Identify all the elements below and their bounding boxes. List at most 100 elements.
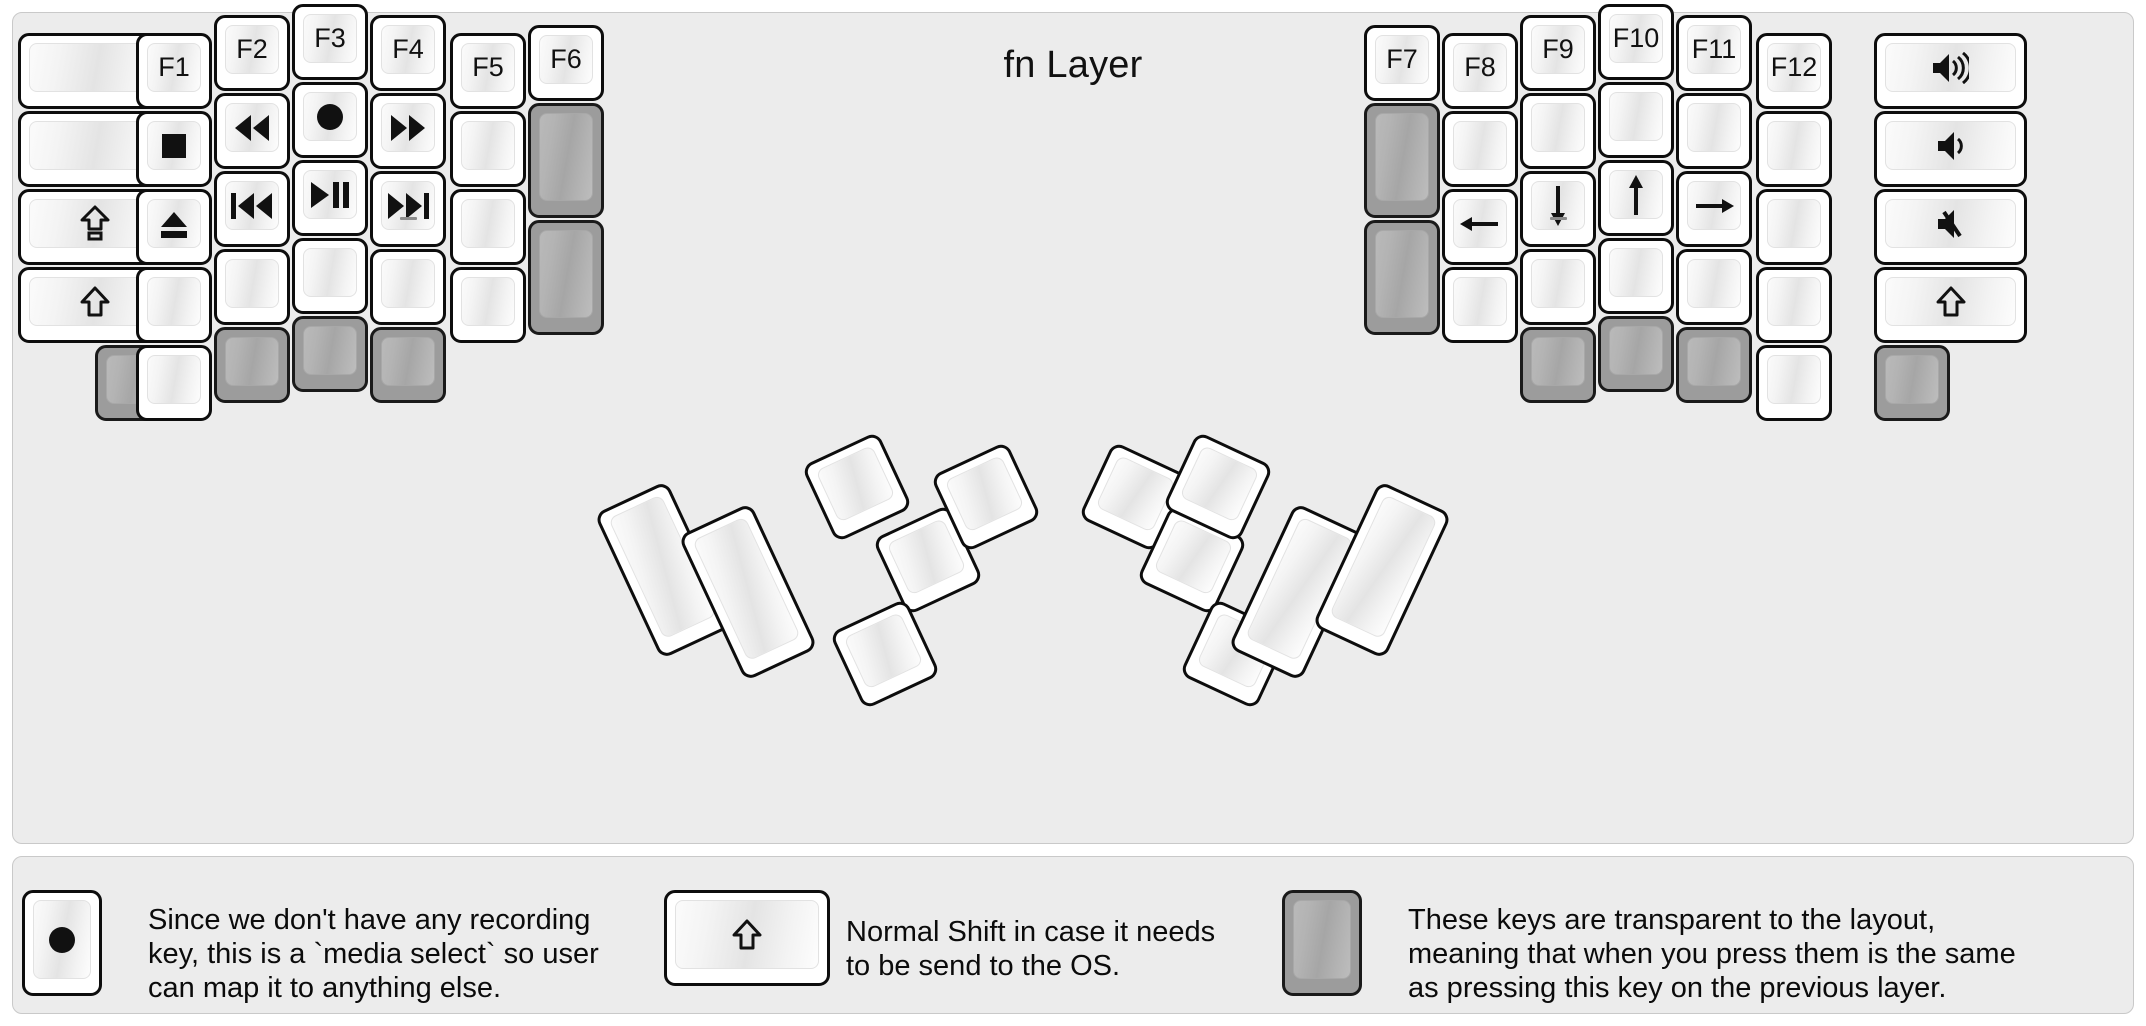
key-left-col-index-inner-r2[interactable]	[450, 189, 526, 265]
keycap-face	[1687, 103, 1741, 152]
key-right-col-index-inner-r0[interactable]: F8	[1442, 33, 1518, 109]
keycap-face: F5	[461, 43, 515, 92]
secondary-dash-marker	[1549, 217, 1567, 220]
key-right-col-middle-r3[interactable]	[1598, 238, 1674, 314]
key-left-col-middle-r2[interactable]	[292, 160, 368, 236]
key-right-col-pinky-outer-r4[interactable]	[1874, 345, 1950, 421]
key-right-col-pinky-r1[interactable]	[1756, 111, 1832, 187]
key-right-col-inner-r0[interactable]: F7	[1364, 25, 1440, 101]
key-right-col-ring-r3[interactable]	[1676, 249, 1752, 325]
key-right-col-index-inner-r3[interactable]	[1442, 267, 1518, 343]
key-right-col-inner-r1[interactable]	[1364, 103, 1440, 218]
key-label: F11	[1691, 34, 1737, 64]
legend-key-face	[33, 900, 91, 979]
keycap-face	[1609, 248, 1663, 297]
key-right-col-pinky-r3[interactable]	[1756, 267, 1832, 343]
key-left-col-middle-r0[interactable]: F3	[292, 4, 368, 80]
media-fast-forward-icon	[388, 114, 428, 142]
key-left-col-middle-r3[interactable]	[292, 238, 368, 314]
keycap-face	[1375, 113, 1429, 201]
keycap-face	[1767, 121, 1821, 170]
key-right-col-index-r1[interactable]	[1520, 93, 1596, 169]
key-left-col-pinky-r4[interactable]	[136, 345, 212, 421]
key-right-col-middle-r0[interactable]: F10	[1598, 4, 1674, 80]
keycap-face: F9	[1531, 25, 1585, 74]
key-right-col-index-r4[interactable]	[1520, 327, 1596, 403]
key-left-col-index-r2[interactable]	[370, 171, 446, 247]
key-label: F1	[158, 52, 190, 82]
keycap-face	[461, 121, 515, 170]
key-right-col-pinky-outer-r1[interactable]	[1874, 111, 2027, 187]
keycap-face	[461, 199, 515, 248]
key-left-col-pinky-r1[interactable]	[136, 111, 212, 187]
keycap-face	[1885, 355, 1939, 404]
media-record-icon	[47, 925, 77, 955]
keycap-face	[1179, 444, 1260, 523]
arrow-right-icon	[1694, 192, 1734, 220]
key-right-col-pinky-outer-r3[interactable]	[1874, 267, 2027, 343]
keycap-face	[1453, 199, 1507, 248]
keycap-face	[1885, 199, 2016, 248]
media-previous-icon	[231, 192, 273, 220]
key-right-col-pinky-r4[interactable]	[1756, 345, 1832, 421]
key-right-col-index-inner-r2[interactable]	[1442, 189, 1518, 265]
key-label: F6	[550, 44, 582, 74]
legend-key-face	[675, 900, 819, 969]
key-right-col-pinky-outer-r2[interactable]	[1874, 189, 2027, 265]
keycap-face	[381, 259, 435, 308]
keycap-face	[225, 259, 279, 308]
media-next-icon	[387, 192, 429, 220]
key-left-col-index-r0[interactable]: F4	[370, 15, 446, 91]
key-label: F4	[392, 34, 424, 64]
key-label: F2	[236, 34, 268, 64]
keycap-face	[1767, 355, 1821, 404]
key-left-col-pinky-r3[interactable]	[136, 267, 212, 343]
shift-icon	[732, 919, 762, 951]
legend-key-face	[1293, 900, 1351, 979]
key-left-col-ring-r3[interactable]	[214, 249, 290, 325]
key-right-col-pinky-r0[interactable]: F12	[1756, 33, 1832, 109]
key-left-col-middle-r1[interactable]	[292, 82, 368, 158]
key-right-col-ring-r1[interactable]	[1676, 93, 1752, 169]
legend-key-sample-2	[1282, 890, 1362, 996]
media-record-icon	[315, 102, 345, 132]
key-right-col-pinky-r2[interactable]	[1756, 189, 1832, 265]
key-left-col-inner-r0[interactable]: F6	[528, 25, 604, 101]
key-left-col-index-r4[interactable]	[370, 327, 446, 403]
key-left-col-inner-r2[interactable]	[528, 220, 604, 335]
keycap-face	[225, 181, 279, 230]
media-stop-icon	[160, 132, 188, 160]
key-right-col-middle-r2[interactable]	[1598, 160, 1674, 236]
key-right-col-index-r3[interactable]	[1520, 249, 1596, 325]
key-left-col-pinky-r0[interactable]: F1	[136, 33, 212, 109]
key-left-col-inner-r1[interactable]	[528, 103, 604, 218]
key-left-col-index-inner-r0[interactable]: F5	[450, 33, 526, 109]
key-right-col-ring-r4[interactable]	[1676, 327, 1752, 403]
key-left-col-index-inner-r3[interactable]	[450, 267, 526, 343]
keycap-face	[381, 181, 435, 230]
key-left-col-pinky-r2[interactable]	[136, 189, 212, 265]
key-left-col-index-r1[interactable]	[370, 93, 446, 169]
key-left-col-index-inner-r1[interactable]	[450, 111, 526, 187]
key-right-col-inner-r2[interactable]	[1364, 220, 1440, 335]
key-right-col-index-r2[interactable]	[1520, 171, 1596, 247]
key-left-col-index-r3[interactable]	[370, 249, 446, 325]
key-left-col-ring-r4[interactable]	[214, 327, 290, 403]
keycap-face	[1531, 103, 1585, 152]
key-left-col-ring-r0[interactable]: F2	[214, 15, 290, 91]
key-right-col-middle-r4[interactable]	[1598, 316, 1674, 392]
key-left-col-ring-r2[interactable]	[214, 171, 290, 247]
key-right-col-pinky-outer-r0[interactable]	[1874, 33, 2027, 109]
key-right-col-index-inner-r1[interactable]	[1442, 111, 1518, 187]
key-right-col-ring-r2[interactable]	[1676, 171, 1752, 247]
keycap-face	[1531, 181, 1585, 230]
key-right-col-ring-r0[interactable]: F11	[1676, 15, 1752, 91]
legend-key-sample-1	[664, 890, 830, 986]
key-right-col-middle-r1[interactable]	[1598, 82, 1674, 158]
key-label: F10	[1612, 23, 1660, 53]
key-left-col-middle-r4[interactable]	[292, 316, 368, 392]
key-right-col-index-r0[interactable]: F9	[1520, 15, 1596, 91]
key-left-col-ring-r1[interactable]	[214, 93, 290, 169]
keycap-face	[303, 248, 357, 297]
keycap-face	[1453, 277, 1507, 326]
